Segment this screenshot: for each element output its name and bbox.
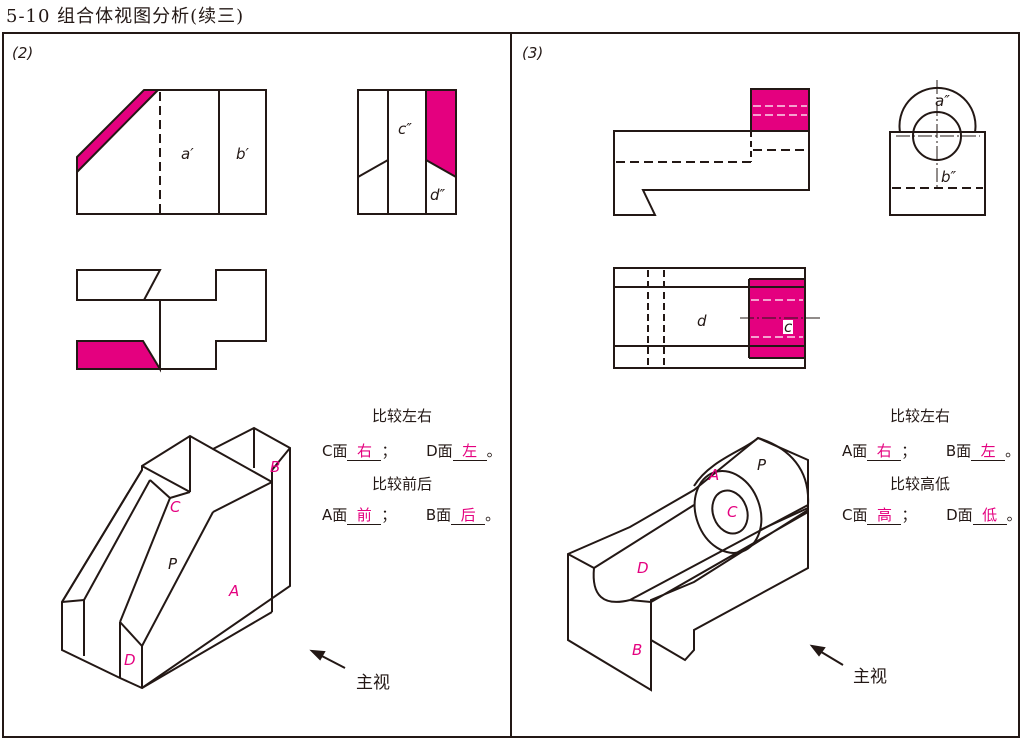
answer-d-face-3: 低 bbox=[972, 506, 1007, 525]
iso-label-p-3: P bbox=[757, 456, 767, 474]
question-row-lr-3: A面右； B面左。 bbox=[842, 442, 1021, 461]
label-d-3: d bbox=[697, 312, 707, 330]
front-view-2 bbox=[76, 89, 267, 215]
front-view-label-2: 主视 bbox=[356, 673, 390, 693]
label-a-dprime-3: a″ bbox=[935, 92, 950, 110]
iso-label-p: P bbox=[168, 555, 178, 573]
question-title-hl-3: 比较高低 bbox=[890, 475, 951, 493]
front-view-label-3: 主视 bbox=[853, 667, 887, 687]
label-d-dprime: d″ bbox=[430, 186, 446, 204]
face-d-highlight bbox=[426, 90, 456, 177]
label-a-prime: a′ bbox=[181, 145, 194, 163]
side-view-2 bbox=[357, 89, 457, 215]
answer-b-face: 后 bbox=[451, 506, 486, 525]
answer-c-face: 右 bbox=[347, 442, 382, 461]
top-view-2 bbox=[76, 269, 267, 373]
answer-c-face-3: 高 bbox=[867, 506, 902, 525]
top-view-3 bbox=[613, 267, 822, 369]
answer-a-face: 前 bbox=[347, 506, 382, 525]
panel-label-3: (3) bbox=[522, 44, 544, 62]
iso-label-c: C bbox=[170, 498, 181, 516]
label-b-prime: b′ bbox=[236, 145, 249, 163]
view-arrow-3 bbox=[809, 644, 844, 666]
iso-label-c-3: C bbox=[727, 503, 738, 521]
question-title-lr-3: 比较左右 bbox=[890, 407, 951, 425]
iso-label-d: D bbox=[124, 651, 136, 669]
iso-label-a: A bbox=[229, 582, 240, 600]
label-c-3: c bbox=[783, 318, 794, 336]
question-title-lr-2: 比较左右 bbox=[372, 407, 433, 425]
answer-a-face-3: 右 bbox=[867, 442, 902, 461]
iso-label-d-3: D bbox=[637, 559, 649, 577]
page-title: 5-10 组合体视图分析(续三) bbox=[6, 6, 245, 27]
question-row-hl-3: C面高； D面低。 bbox=[842, 506, 1022, 525]
iso-label-b: B bbox=[270, 458, 281, 476]
face-c-highlight bbox=[77, 341, 160, 369]
iso-label-b-3: B bbox=[632, 641, 643, 659]
label-b-dprime-3: b″ bbox=[941, 168, 957, 186]
face-a-highlight-3 bbox=[751, 89, 809, 131]
question-row-lr-2: C面右； D面左。 bbox=[322, 442, 502, 461]
answer-b-face-3: 左 bbox=[971, 442, 1006, 461]
question-title-fb-2: 比较前后 bbox=[372, 475, 433, 493]
panel-label-2: (2) bbox=[12, 44, 34, 62]
side-view-3 bbox=[889, 80, 986, 216]
iso-view-2 bbox=[61, 426, 291, 690]
iso-view-3 bbox=[567, 436, 810, 692]
panel-divider bbox=[510, 32, 512, 738]
label-c-dprime: c″ bbox=[398, 120, 412, 138]
answer-d-face: 左 bbox=[452, 442, 487, 461]
view-arrow-2 bbox=[309, 649, 346, 669]
front-view-3 bbox=[613, 88, 810, 216]
question-row-fb-2: A面前； B面后。 bbox=[322, 506, 501, 525]
iso-label-a-3: A bbox=[709, 466, 720, 484]
